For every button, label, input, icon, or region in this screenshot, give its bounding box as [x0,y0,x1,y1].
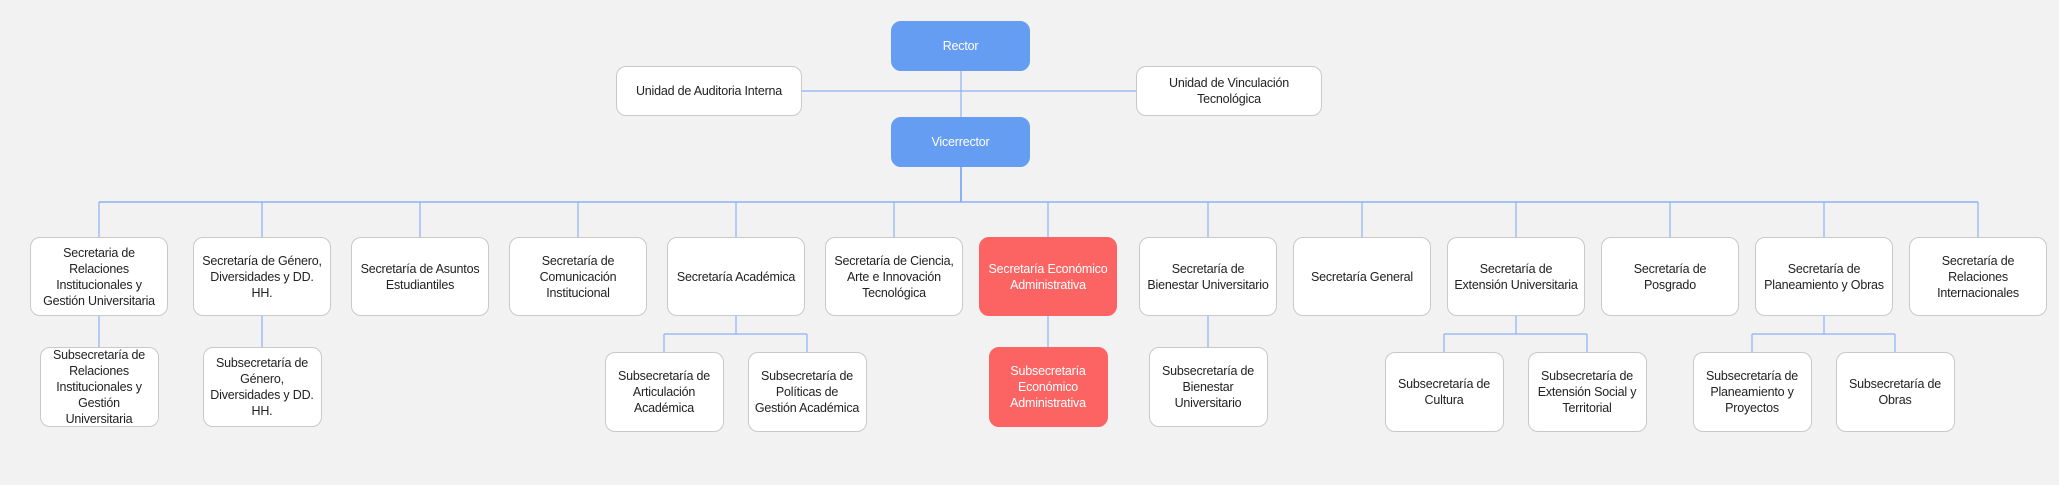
node-subsecretaria-de-bienestar-universitario-label: Subsecretaría de Bienestar Universitario [1162,364,1254,410]
node-secretaria-de-extension-universitaria-label: Secretaría de Extensión Universitaria [1454,261,1578,292]
node-subsecretaria-de-planeamiento-y-proyectos[interactable]: Subsecretaría de Planeamiento y Proyecto… [1692,352,1812,432]
node-secretaria-de-asuntos-estudiantiles-label: Secretaría de Asuntos Estudiantiles [360,261,480,292]
node-secretaria-general[interactable]: Secretaría General [1293,237,1431,316]
node-secretaria-de-posgrado[interactable]: Secretaría de Posgrado [1601,237,1739,316]
node-secretaria-de-relaciones-internacionales-label: Secretaría de Relaciones Internacionales [1937,253,2019,300]
node-subsecretaria-de-genero-diversidades-y-dd-hh[interactable]: Subsecretaría de Género, Diversidades y … [202,347,322,427]
node-subsecretaria-de-extension-social-y-territorial-label: Subsecretaría de Extensión Social y Terr… [1537,369,1637,415]
node-subsecretaria-de-extension-social-y-territorial[interactable]: Subsecretaría de Extensión Social y Terr… [1527,352,1647,432]
node-secretaria-de-comunicacion-institucional-label: Secretaría de Comunicación Institucional [539,253,617,300]
node-secretaria-de-ciencia-arte-e-innovacion-tecnologica[interactable]: Secretaría de Ciencia, Arte e Innovación… [825,237,963,316]
node-secretaria-de-planeamiento-y-obras[interactable]: Secretaría de Planeamiento y Obras [1755,237,1893,316]
node-secretaria-de-bienestar-universitario-label: Secretaría de Bienestar Universitario [1147,261,1269,292]
node-secretaria-de-genero-diversidades-y-dd-hh[interactable]: Secretaría de Género, Diversidades y DD.… [193,237,331,316]
staff-unit-unidad-de-vinculacion-tecnologica[interactable]: Unidad de Vinculación Tecnológica [1136,66,1322,116]
node-subsecretaria-de-articulacion-academica[interactable]: Subsecretaría de Articulación Académica [604,352,724,432]
vicerrector-node-label: Vicerrector [931,135,990,149]
staff-unit-unidad-de-auditoria-interna[interactable]: Unidad de Auditoria Interna [616,66,802,116]
node-subsecretaria-de-articulacion-academica-label: Subsecretaría de Articulación Académica [618,369,710,415]
rector-node-label: Rector [942,39,979,53]
node-subsecretaria-de-obras[interactable]: Subsecretaría de Obras [1835,352,1955,432]
node-subsecretaria-de-politicas-de-gestion-academica[interactable]: Subsecretaría de Políticas de Gestión Ac… [747,352,867,432]
node-secretaria-economico-administrativa-label: Secretaría Económico Administrativa [988,261,1108,292]
staff-unit-unidad-de-vinculacion-tecnologica-label: Unidad de Vinculación Tecnológica [1169,76,1289,106]
node-secretaria-de-asuntos-estudiantiles[interactable]: Secretaría de Asuntos Estudiantiles [351,237,489,316]
node-secretaria-de-genero-diversidades-y-dd-hh-label: Secretaría de Género, Diversidades y DD.… [202,253,322,300]
node-secretaria-de-planeamiento-y-obras-label: Secretaría de Planeamiento y Obras [1764,261,1884,292]
node-subsecretaria-de-genero-diversidades-y-dd-hh-label: Subsecretaría de Género, Diversidades y … [210,356,314,418]
node-secretaria-de-relaciones-institucionales-y-gestion-universitaria-label: Secretaria de Relaciones Institucionales… [43,245,155,308]
node-secretaria-de-relaciones-institucionales-y-gestion-universitaria[interactable]: Secretaria de Relaciones Institucionales… [30,237,168,316]
node-secretaria-de-ciencia-arte-e-innovacion-tecnologica-label: Secretaría de Ciencia, Arte e Innovación… [834,253,954,300]
node-secretaria-economico-administrativa[interactable]: Secretaría Económico Administrativa [979,237,1117,316]
node-subsecretaria-de-relaciones-institucionales-y-gestion-universitaria-label: Subsecretaría de Relaciones Instituciona… [53,348,145,426]
node-secretaria-de-relaciones-internacionales[interactable]: Secretaría de Relaciones Internacionales [1909,237,2047,316]
node-secretaria-academica-label: Secretaría Académica [676,269,796,284]
node-secretaria-de-posgrado-label: Secretaría de Posgrado [1633,261,1707,292]
node-subsecretaria-de-obras-label: Subsecretaría de Obras [1849,377,1941,407]
rector-node[interactable]: Rector [891,21,1030,71]
node-subsecretaria-economico-administrativa-label: Subsecretaría Económico Administrativa [1010,364,1086,410]
node-subsecretaria-de-cultura-label: Subsecretaría de Cultura [1398,377,1490,407]
node-secretaria-de-comunicacion-institucional[interactable]: Secretaría de Comunicación Institucional [509,237,647,316]
node-subsecretaria-de-planeamiento-y-proyectos-label: Subsecretaría de Planeamiento y Proyecto… [1706,369,1798,415]
node-secretaria-general-label: Secretaría General [1310,269,1413,284]
node-subsecretaria-economico-administrativa[interactable]: Subsecretaría Económico Administrativa [988,347,1108,427]
vicerrector-node[interactable]: Vicerrector [891,117,1030,167]
node-subsecretaria-de-cultura[interactable]: Subsecretaría de Cultura [1384,352,1504,432]
node-subsecretaria-de-bienestar-universitario[interactable]: Subsecretaría de Bienestar Universitario [1148,347,1268,427]
staff-unit-unidad-de-auditoria-interna-label: Unidad de Auditoria Interna [635,84,783,98]
node-secretaria-de-extension-universitaria[interactable]: Secretaría de Extensión Universitaria [1447,237,1585,316]
node-subsecretaria-de-relaciones-institucionales-y-gestion-universitaria[interactable]: Subsecretaría de Relaciones Instituciona… [39,347,159,427]
node-secretaria-academica[interactable]: Secretaría Académica [667,237,805,316]
node-secretaria-de-bienestar-universitario[interactable]: Secretaría de Bienestar Universitario [1139,237,1277,316]
node-subsecretaria-de-politicas-de-gestion-academica-label: Subsecretaría de Políticas de Gestión Ac… [754,369,860,415]
